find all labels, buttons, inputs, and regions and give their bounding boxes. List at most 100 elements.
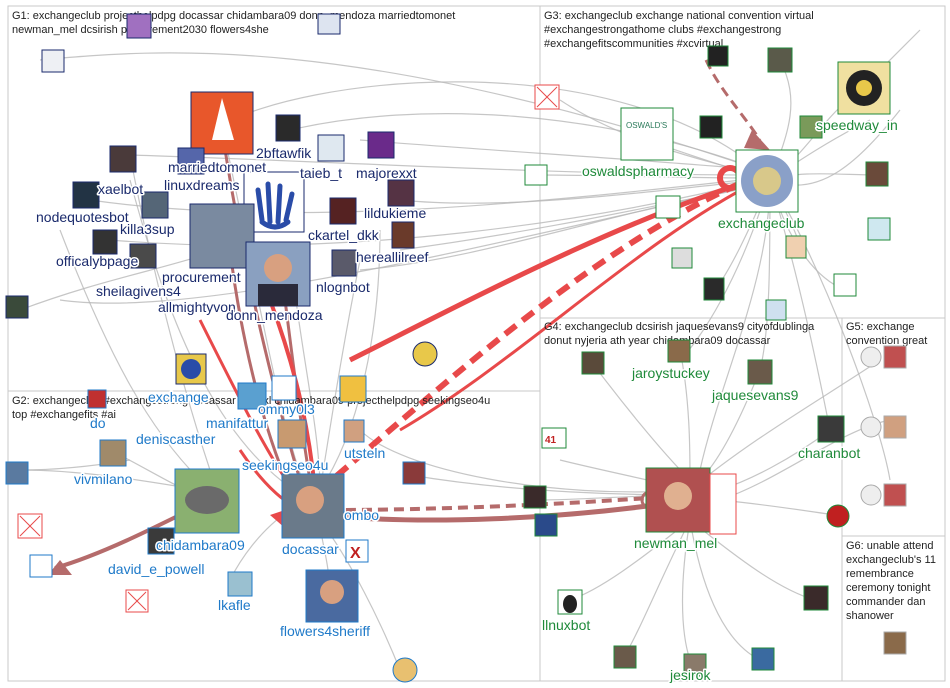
node-avatar[interactable] <box>785 235 807 259</box>
node-avatar[interactable] <box>541 427 567 449</box>
label-lildukieme[interactable]: lildukieme <box>363 204 428 223</box>
node-avatar[interactable] <box>667 339 691 363</box>
node-avatar[interactable] <box>72 181 100 209</box>
node-avatar[interactable] <box>703 277 725 301</box>
label-ckartel_dkk[interactable]: ckartel_dkk <box>307 226 382 245</box>
label-deniscasther[interactable]: deniscasther <box>135 430 218 449</box>
node-avatar[interactable] <box>883 415 907 439</box>
label-manifattur[interactable]: manifattur <box>205 414 271 433</box>
node-avatar[interactable] <box>747 359 773 385</box>
node-avatar[interactable] <box>317 134 345 162</box>
label-ombo[interactable]: ombo <box>343 506 381 525</box>
node-avatar[interactable] <box>392 657 418 683</box>
node-avatar[interactable] <box>227 571 253 597</box>
label-taieb_t[interactable]: taieb_t <box>299 164 344 183</box>
node-avatar[interactable] <box>331 249 357 277</box>
label-allmightyvon[interactable]: allmightyvon <box>157 298 238 317</box>
label-killa3sup[interactable]: killa3sup <box>119 220 177 239</box>
label-linuxdreams[interactable]: linuxdreams <box>163 176 241 195</box>
node-avatar[interactable] <box>345 539 369 563</box>
label-officalybpage[interactable]: officalybpage <box>55 252 140 271</box>
label-donn_mendoza[interactable]: donn_mendoza <box>225 306 325 325</box>
node-avatar[interactable] <box>860 346 882 368</box>
node-avatar[interactable] <box>765 299 787 321</box>
node-avatar[interactable] <box>41 49 65 73</box>
label-oswaldspharmacy[interactable]: oswaldspharmacy <box>581 162 696 181</box>
node-avatar[interactable] <box>671 247 693 269</box>
node-avatar[interactable] <box>883 631 907 655</box>
node-nodexl[interactable] <box>29 554 53 578</box>
label-procurement[interactable]: procurement <box>161 268 243 287</box>
node-avatar[interactable] <box>129 243 157 269</box>
node-avatar[interactable] <box>387 179 415 207</box>
label-seekingseo4u[interactable]: seekingseo4u <box>241 456 330 475</box>
node-avatar[interactable] <box>367 131 395 159</box>
label-lkafle[interactable]: lkafle <box>217 596 253 615</box>
node-avatar[interactable] <box>271 375 297 401</box>
label-chidambara09[interactable]: chidambara09 <box>155 536 247 555</box>
label-majorexxt[interactable]: majorexxt <box>355 164 419 183</box>
label-llnuxbot[interactable]: llnuxbot <box>541 616 592 635</box>
node-avatar[interactable] <box>277 419 307 449</box>
label-nodequotesbot[interactable]: nodequotesbot <box>35 208 131 227</box>
node-avatar[interactable] <box>275 114 301 142</box>
node-avatar[interactable] <box>92 229 118 255</box>
node-avatar[interactable] <box>709 473 737 535</box>
label-sheilagivens4[interactable]: sheilagivens4 <box>95 282 183 301</box>
node-avatar[interactable] <box>817 415 845 443</box>
node-avatar[interactable] <box>5 461 29 485</box>
label-newman_mel[interactable]: newman_mel <box>633 534 719 553</box>
node-oswaldspharmacy[interactable] <box>620 107 674 161</box>
node-avatar[interactable] <box>867 217 891 241</box>
label-speedway_in[interactable]: speedway_in <box>815 116 900 135</box>
node-avatar[interactable] <box>860 416 882 438</box>
node-avatar[interactable] <box>329 197 357 225</box>
node-avatar[interactable] <box>237 382 267 410</box>
label-ommy[interactable]: ommy0l3 <box>257 400 317 419</box>
node-avatar[interactable] <box>523 485 547 509</box>
node-avatar[interactable] <box>524 164 548 186</box>
node-avatar[interactable] <box>99 439 127 467</box>
node-avatar[interactable] <box>865 161 889 187</box>
label-hereallilreef[interactable]: hereallilreef <box>355 248 430 267</box>
node-avatar[interactable] <box>860 484 882 506</box>
label-nlognbot[interactable]: nlognbot <box>315 278 372 297</box>
node-avatar[interactable] <box>613 645 637 669</box>
node-avatar[interactable] <box>339 375 367 403</box>
label-do[interactable]: do <box>89 414 108 433</box>
label-marriedtomonet[interactable]: marriedtomonet <box>167 158 268 177</box>
label-docassar[interactable]: docassar <box>281 540 341 559</box>
node-avatar[interactable] <box>87 389 107 409</box>
node-avatar[interactable] <box>707 45 729 67</box>
node-avatar[interactable] <box>147 527 175 555</box>
node-avatar[interactable] <box>767 47 793 73</box>
node-avatar[interactable] <box>126 13 152 39</box>
label-vivmilano[interactable]: vivmilano <box>73 470 135 489</box>
node-avatar[interactable] <box>141 191 169 219</box>
node-avatar[interactable] <box>883 483 907 507</box>
node-avatar[interactable] <box>109 145 137 173</box>
label-jaroystuckey[interactable]: jaroystuckey <box>630 364 712 383</box>
node-avatar[interactable] <box>343 419 365 443</box>
label-flowers4sheriff[interactable]: flowers4sheriff <box>279 622 372 641</box>
node-avatar[interactable] <box>581 351 605 375</box>
label-exchange-partial[interactable]: exchange <box>147 388 211 407</box>
node-avatar[interactable] <box>317 13 341 35</box>
label-charanbot[interactable]: charanbot <box>797 444 862 463</box>
label-utsteln[interactable]: utsteln <box>343 444 387 463</box>
label-exchangeclub[interactable]: exchangeclub <box>717 214 807 233</box>
node-avatar[interactable] <box>826 504 850 528</box>
node-avatar[interactable] <box>799 115 823 139</box>
label-david_e_powell[interactable]: david_e_powell <box>107 560 207 579</box>
node-avatar[interactable] <box>833 273 857 297</box>
node-avatar[interactable] <box>534 513 558 537</box>
node-avatar[interactable] <box>699 115 723 139</box>
label-xaelbot[interactable]: xaelbot <box>97 180 145 199</box>
node-procurement[interactable] <box>189 203 255 269</box>
label-2bftawfik[interactable]: 2bftawfik <box>255 144 314 163</box>
label-jaquesevans9[interactable]: jaquesevans9 <box>710 386 801 405</box>
node-avatar[interactable] <box>751 647 775 671</box>
node-avatar[interactable] <box>5 295 29 319</box>
node-avatar[interactable] <box>391 221 415 249</box>
node-avatar[interactable] <box>412 341 438 367</box>
